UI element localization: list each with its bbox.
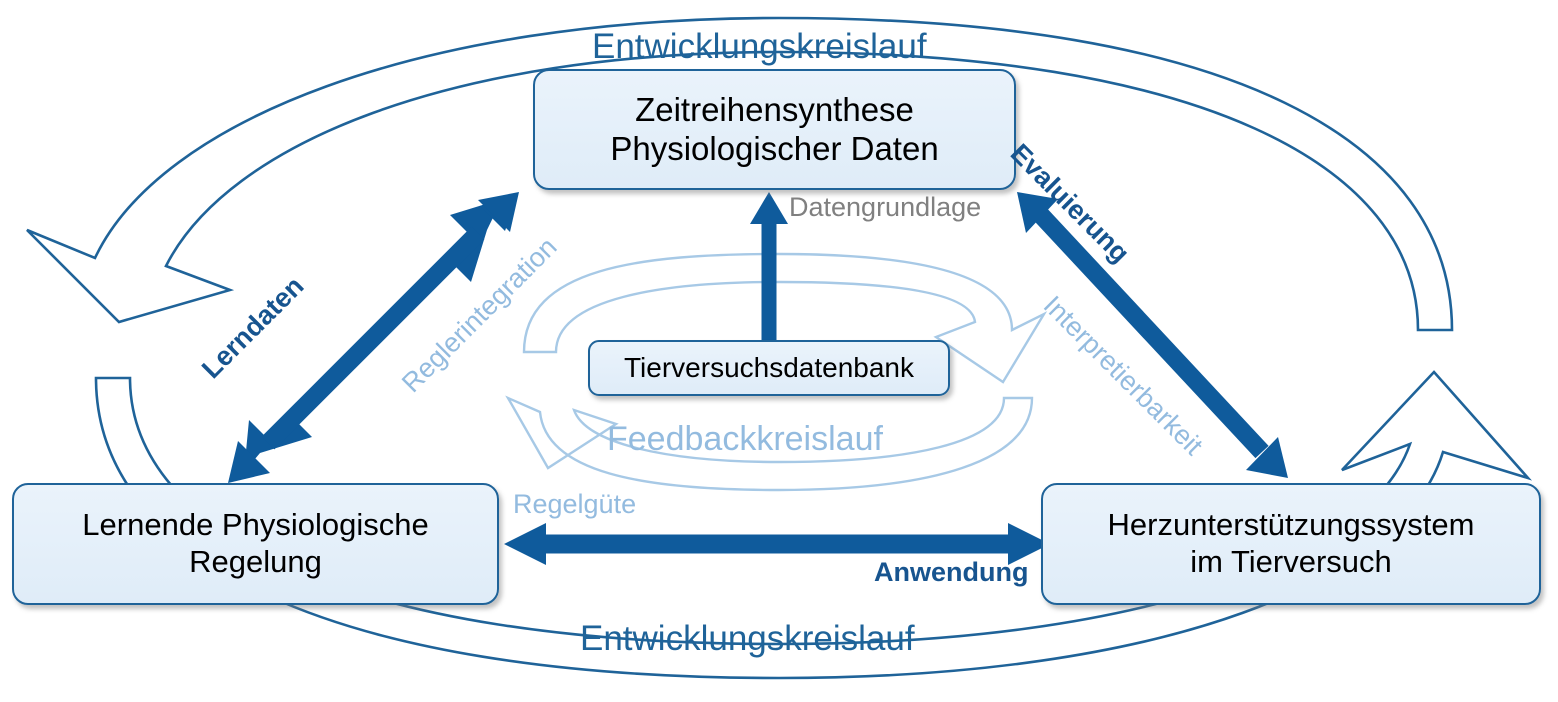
node-synthese-line1: Zeitreihensynthese [635, 90, 914, 128]
arrow-datenbank-synthese [750, 192, 788, 340]
feedback-cycle-right-arrow [522, 252, 1048, 384]
node-lernende-physiologische-regelung[interactable]: Lernende Physiologische Regelung [12, 483, 499, 605]
label-entwicklungskreislauf-bottom: Entwicklungskreislauf [580, 619, 915, 658]
node-synthese-line2: Physiologischer Daten [610, 129, 939, 167]
node-herz-line1: Herzunterstützungssystem [1107, 507, 1475, 543]
node-db-label: Tierversuchsdatenbank [623, 352, 914, 384]
outer-cycle-top-arrow [26, 16, 1454, 332]
node-regelung-line2: Regelung [189, 544, 322, 579]
arrow-regelung-synthese [228, 192, 519, 483]
node-tierversuchsdatenbank[interactable]: Tierversuchsdatenbank [588, 340, 950, 396]
arrow-regelung-herz [504, 523, 1050, 565]
label-entwicklungskreislauf-top: Entwicklungskreislauf [592, 27, 927, 66]
label-regelguete: Regelgüte [513, 489, 637, 519]
label-datengrundlage: Datengrundlage [789, 192, 982, 222]
node-herzunterstuetzungssystem[interactable]: Herzunterstützungssystem im Tierversuch [1041, 483, 1541, 605]
node-zeitreihensynthese[interactable]: Zeitreihensynthese Physiologischer Daten [533, 69, 1016, 190]
node-herz-line2: im Tierversuch [1190, 544, 1392, 579]
node-regelung-line1: Lernende Physiologische [82, 507, 429, 543]
label-feedbackkreislauf: Feedbackkreislauf [607, 420, 883, 458]
feedback-cycle-left-arrow [505, 395, 1034, 492]
arrow-synthese-herz [1017, 192, 1288, 478]
label-anwendung: Anwendung [874, 557, 1029, 587]
